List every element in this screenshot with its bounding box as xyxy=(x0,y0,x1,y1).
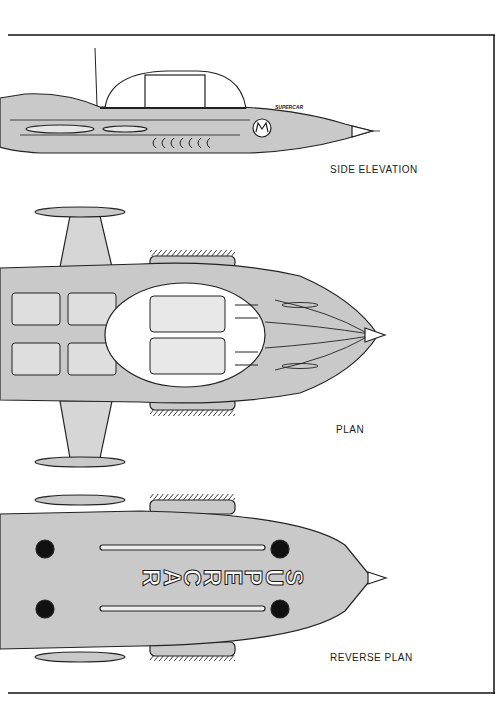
view-title: SIDE ELEVATION xyxy=(330,164,418,175)
side-logo: SUPERCAR xyxy=(275,104,303,110)
belly-lettering: SUPERCAR xyxy=(140,566,303,590)
reverse-plan-view xyxy=(0,494,386,662)
vent-stroke xyxy=(207,138,210,148)
vent-stroke xyxy=(153,138,156,148)
vent-stroke xyxy=(162,138,165,148)
view-title: PLAN xyxy=(336,424,364,435)
vent-stroke xyxy=(180,138,183,148)
vent-stroke xyxy=(198,138,201,148)
vent-stroke xyxy=(171,138,174,148)
side-elevation xyxy=(0,48,380,153)
plan-view xyxy=(0,207,385,467)
vent-stroke xyxy=(189,138,192,148)
view-title: REVERSE PLAN xyxy=(330,652,413,663)
